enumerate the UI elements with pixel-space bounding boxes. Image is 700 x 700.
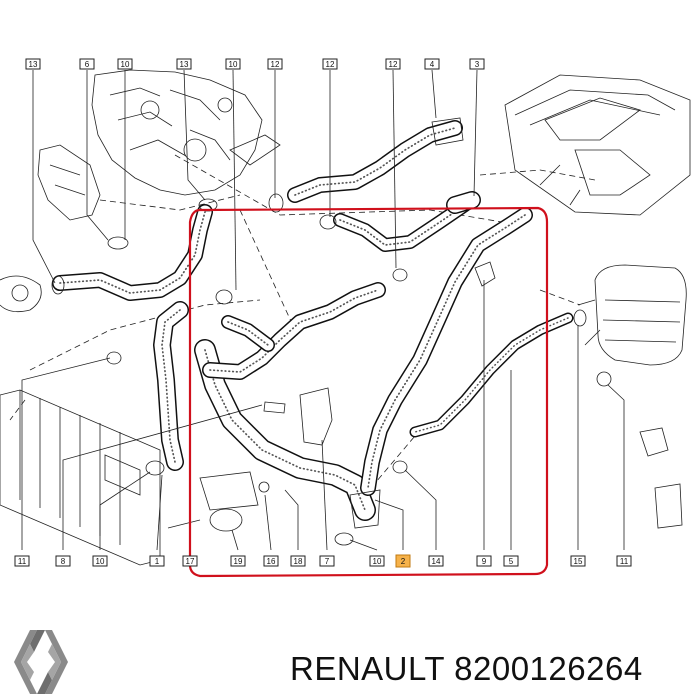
svg-text:2: 2 <box>401 557 406 566</box>
callout-10: 10 <box>117 58 133 70</box>
callout-4: 4 <box>424 58 440 70</box>
leader-lines <box>21 69 625 551</box>
engine-block-sketch <box>37 69 281 221</box>
callout-6: 6 <box>79 58 95 70</box>
callout-14: 14 <box>428 555 444 567</box>
callout-15: 15 <box>570 555 586 567</box>
hose-thin-bleed <box>409 312 574 438</box>
svg-text:16: 16 <box>267 557 276 566</box>
svg-text:13: 13 <box>180 60 189 69</box>
brand-part-number: RENAULT 8200126264 <box>290 650 643 687</box>
clamps-and-fittings <box>51 117 683 546</box>
hoses <box>52 120 574 521</box>
svg-text:1: 1 <box>155 557 160 566</box>
callout-13: 13 <box>176 58 192 70</box>
hose-branch-middle <box>202 282 386 380</box>
callout-1: 1 <box>149 555 165 567</box>
svg-text:12: 12 <box>271 60 280 69</box>
callout-5: 5 <box>503 555 519 567</box>
svg-text:10: 10 <box>373 557 382 566</box>
svg-text:9: 9 <box>482 557 487 566</box>
callouts-bottom: 11 8 10 1 17 19 16 18 7 10 2 14 9 5 15 1… <box>14 554 632 568</box>
callout-18: 18 <box>290 555 306 567</box>
hose-long-return <box>360 207 533 496</box>
callout-3: 3 <box>469 58 485 70</box>
svg-text:7: 7 <box>325 557 330 566</box>
svg-text:13: 13 <box>29 60 38 69</box>
callout-13: 13 <box>25 58 41 70</box>
svg-text:17: 17 <box>186 557 195 566</box>
callout-7: 7 <box>319 555 335 567</box>
radiator-sketch <box>0 275 161 566</box>
callout-16: 16 <box>263 555 279 567</box>
svg-text:19: 19 <box>234 557 243 566</box>
hose-radiator-upper <box>153 301 189 471</box>
svg-text:8: 8 <box>61 557 66 566</box>
svg-text:6: 6 <box>85 60 90 69</box>
svg-text:11: 11 <box>620 557 629 566</box>
hose-heater-feed <box>333 198 472 252</box>
svg-text:12: 12 <box>326 60 335 69</box>
heater-unit-sketch <box>504 74 691 216</box>
renault-diamond-logo-icon <box>14 630 68 694</box>
callouts-top: 13 6 10 13 10 12 12 12 4 3 <box>25 58 485 70</box>
callout-8: 8 <box>55 555 71 567</box>
callout-11: 11 <box>616 555 632 567</box>
svg-text:12: 12 <box>389 60 398 69</box>
hose-short-elbow <box>221 315 275 352</box>
callout-10: 10 <box>225 58 241 70</box>
svg-text:15: 15 <box>574 557 583 566</box>
callout-10: 10 <box>369 555 385 567</box>
callout-12: 12 <box>267 58 283 70</box>
svg-text:3: 3 <box>475 60 480 69</box>
svg-text:18: 18 <box>294 557 303 566</box>
callout-10: 10 <box>92 555 108 567</box>
svg-text:4: 4 <box>430 60 435 69</box>
hose-main-lower <box>194 339 376 521</box>
svg-text:5: 5 <box>509 557 514 566</box>
callout-2-highlighted: 2 <box>395 554 411 568</box>
callout-9: 9 <box>476 555 492 567</box>
svg-text:10: 10 <box>96 557 105 566</box>
hose-upper-left <box>52 204 213 301</box>
svg-text:10: 10 <box>121 60 130 69</box>
callout-12: 12 <box>322 58 338 70</box>
pipe-outlet <box>446 191 481 214</box>
svg-text:11: 11 <box>18 557 27 566</box>
expansion-tank-sketch <box>577 264 687 387</box>
callout-12: 12 <box>385 58 401 70</box>
svg-text:14: 14 <box>432 557 441 566</box>
hose-top-right <box>287 120 463 203</box>
callout-19: 19 <box>230 555 246 567</box>
highlight-frame <box>188 206 549 578</box>
guide-lines <box>9 154 596 496</box>
callout-11: 11 <box>14 555 30 567</box>
callout-17: 17 <box>182 555 198 567</box>
svg-text:10: 10 <box>229 60 238 69</box>
